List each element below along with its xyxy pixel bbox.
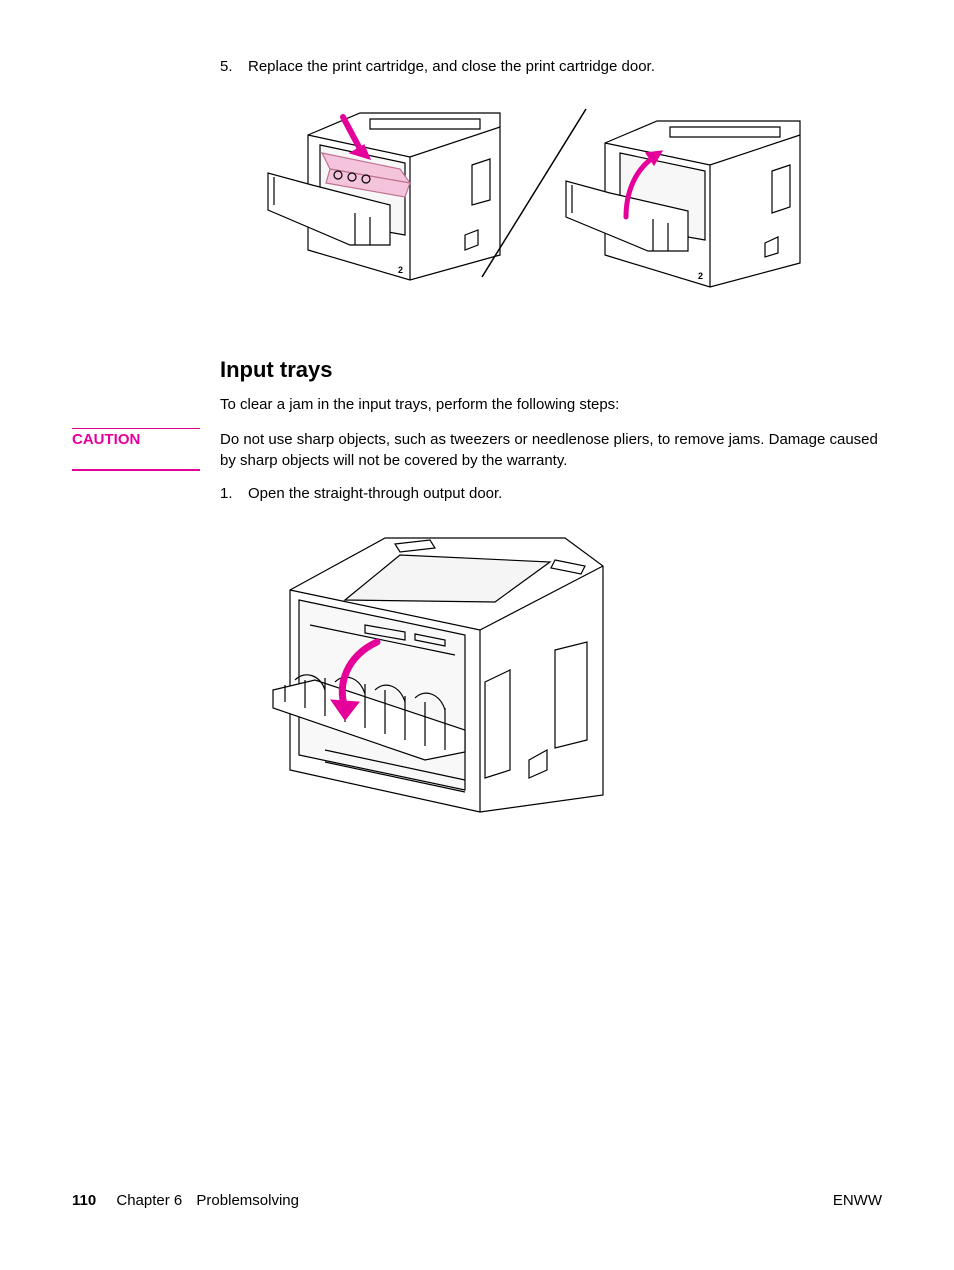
figure-open-output-door [272, 537, 604, 813]
figure-replace-cartridge: 2 2 [267, 108, 801, 288]
caution-label: CAUTION [72, 431, 141, 448]
callout-right: 2 [698, 271, 703, 281]
page-number: 110 [72, 1192, 97, 1209]
step-text: Replace the print cartridge, and close t… [248, 58, 655, 75]
step-number: 5. [220, 58, 233, 75]
section-title: Input trays [220, 357, 333, 382]
printer-rear-illustration [272, 537, 604, 813]
section-intro: To clear a jam in the input trays, perfo… [220, 396, 620, 413]
printer-right-illustration [565, 120, 801, 288]
callout-left: 2 [398, 265, 403, 275]
step-1: 1. Open the straight-through output door. [220, 483, 502, 504]
footer-left: 110 Chapter 6 Problemsolving [72, 1192, 299, 1209]
chapter-label: Chapter 6 [116, 1192, 183, 1209]
caution-bottom-rule [72, 469, 200, 471]
step-number: 1. [220, 485, 233, 502]
caution-top-rule [72, 428, 200, 429]
printer-left-illustration [267, 112, 501, 281]
footer-right: ENWW [832, 1192, 882, 1209]
step-5: 5. Replace the print cartridge, and close… [220, 56, 655, 77]
caution-text: Do not use sharp objects, such as tweeze… [220, 431, 878, 469]
chapter-title: Problemsolving [196, 1192, 299, 1209]
step-text: Open the straight-through output door. [248, 485, 503, 502]
